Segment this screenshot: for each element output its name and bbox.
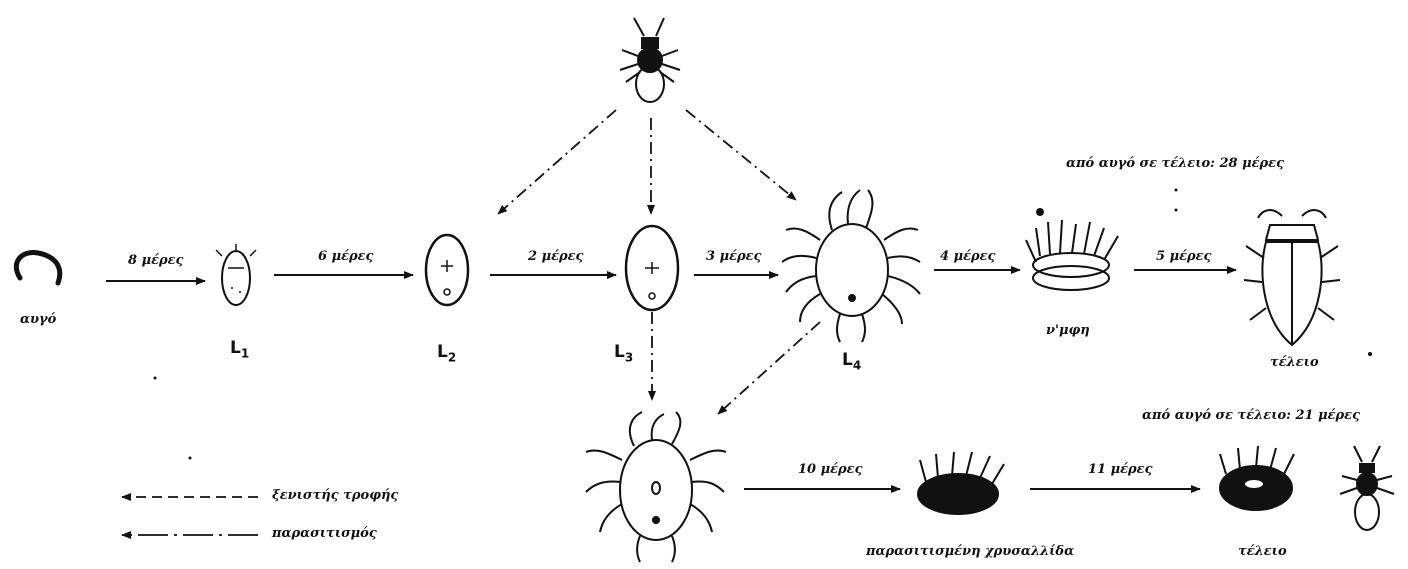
- l2-larva-icon: [426, 235, 468, 305]
- total-parasitoid-cycle: από αυγό σε τέλειο: 21 μέρες: [1142, 409, 1360, 422]
- l1-label: L1: [230, 340, 249, 359]
- duration-l2-l3: 2 μέρες: [528, 250, 583, 263]
- emerged-wasp-icon: [1340, 446, 1394, 530]
- development-arrows: [106, 270, 1236, 489]
- l4-label: L4: [842, 352, 861, 371]
- duration-pupa-adult: 5 μέρες: [1156, 250, 1211, 263]
- adult-beetle-icon: [1244, 210, 1340, 345]
- l4-larva-icon: [782, 190, 920, 342]
- l1-larva-icon: [216, 244, 256, 305]
- parasitoid-wasp-icon: [620, 18, 680, 102]
- legend-dashed-label: ξενιστής τροφής: [272, 489, 398, 502]
- pupa-icon: [1026, 209, 1118, 290]
- duration-l4-pupa: 4 μέρες: [940, 250, 995, 263]
- pupa-label: ν'μφη: [1046, 324, 1090, 337]
- arrow-wasp-l2: [498, 110, 616, 214]
- l2-label: L2: [437, 344, 456, 363]
- arrow-wasp-l4: [686, 110, 796, 200]
- l3-larva-icon: [626, 226, 678, 310]
- total-host-cycle: από αυγό σε τέλειο: 28 μέρες: [1066, 157, 1284, 170]
- parasitized-larva-icon: [586, 412, 726, 562]
- duration-egg-l1: 8 μέρες: [128, 254, 183, 267]
- duration-l3-l4: 3 μέρες: [706, 250, 761, 263]
- duration-host-pupa: 10 μέρες: [798, 463, 863, 476]
- parasitized-pupa-label: παρασιτισμένη χρυσαλλίδα: [866, 545, 1074, 558]
- adult-label: τέλειο: [1270, 356, 1319, 369]
- l3-label: L3: [614, 344, 633, 363]
- egg-label: αυγό: [20, 313, 56, 326]
- legend: [122, 497, 258, 535]
- arrow-l4-parasitized: [718, 322, 820, 414]
- emerged-pupa-icon: [1220, 446, 1294, 510]
- duration-l1-l2: 6 μέρες: [318, 250, 373, 263]
- parasitoid-adult-label: τέλειο: [1238, 545, 1287, 558]
- egg-icon: [16, 253, 59, 283]
- duration-pupa-emerged: 11 μέρες: [1088, 463, 1153, 476]
- legend-dashdot-label: παρασιτισμός: [272, 527, 377, 540]
- parasitized-pupa-icon: [918, 452, 1004, 514]
